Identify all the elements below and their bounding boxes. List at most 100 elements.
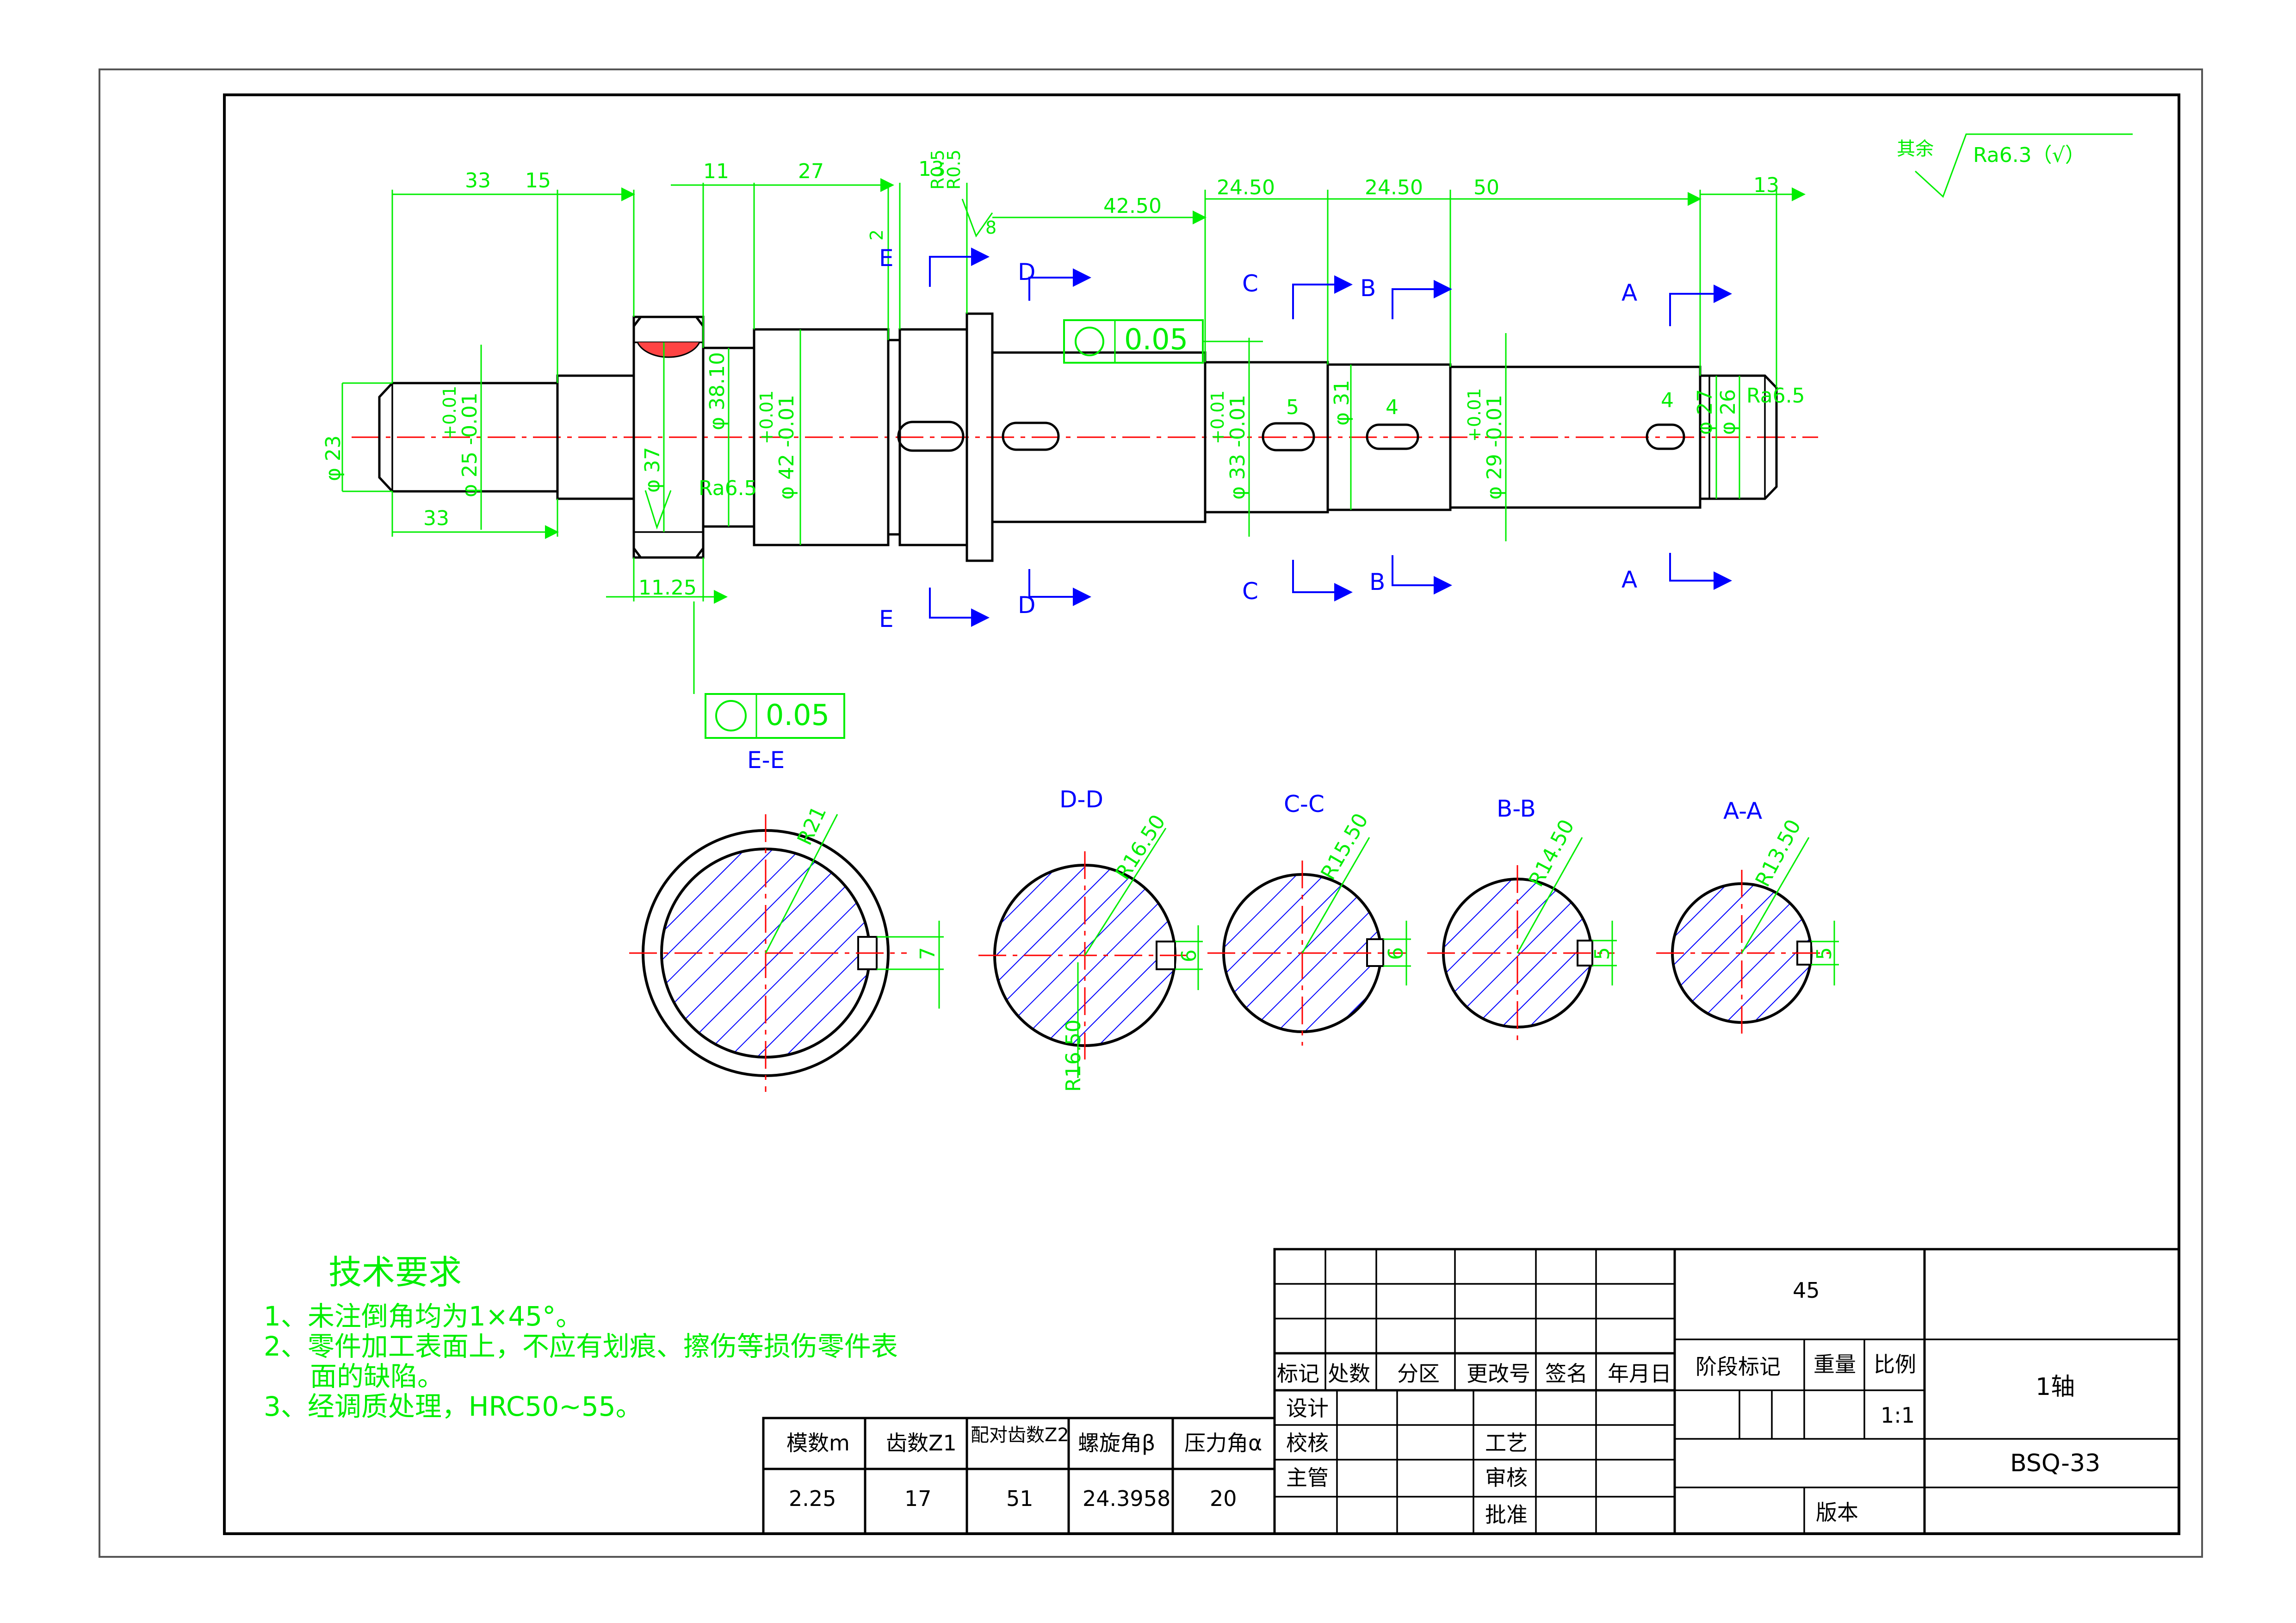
label-check: 校核 — [1286, 1431, 1329, 1456]
dia-8: φ 33 -0.01 — [1226, 395, 1250, 500]
label-sign: 签名 — [1545, 1361, 1588, 1386]
gear-header-4: 压力角α — [1184, 1431, 1262, 1456]
section-markers: E E D D C C B B A A — [879, 245, 1732, 632]
gear-header-3: 螺旋角β — [1078, 1431, 1155, 1456]
dim-bottom-0: 33 — [423, 507, 449, 530]
material: 45 — [1793, 1278, 1820, 1303]
section-title-b: B-B — [1497, 795, 1536, 822]
dim-top-1: 15 — [525, 169, 551, 192]
tech-line-3: 面的缺陷。 — [310, 1361, 444, 1392]
section-letter-a-bottom: A — [1621, 566, 1637, 593]
tech-line-4: 3、经调质处理，HRC50~55。 — [264, 1391, 643, 1422]
section-radius-d-extra: R16.50 — [1062, 1019, 1085, 1092]
scale-value: 1:1 — [1881, 1403, 1915, 1428]
key-width-2: 4 — [1661, 389, 1674, 412]
section-letter-d-top: D — [1018, 259, 1036, 285]
dim-top-2: 11 — [703, 160, 729, 183]
label-weight: 重量 — [1813, 1352, 1856, 1377]
dim-top-7: 24.50 — [1217, 176, 1275, 199]
section-title-e: E-E — [747, 747, 785, 774]
label-date: 年月日 — [1608, 1361, 1671, 1386]
label-zone: 分区 — [1397, 1361, 1440, 1386]
gear-value-2: 51 — [1006, 1486, 1034, 1511]
dim-top-4: 13 — [918, 157, 944, 181]
surface-finish-symbol: 其余 Ra6.3（√） — [1897, 133, 2133, 198]
surface-finish-value: Ra6.3（√） — [1973, 143, 2086, 167]
label-design: 设计 — [1286, 1396, 1329, 1421]
section-radius-d: R16.50 — [1111, 811, 1170, 884]
section-radius-b: R14.50 — [1524, 816, 1579, 891]
tolerance-value-2: 0.05 — [766, 698, 829, 732]
dim-top-3: 27 — [798, 160, 824, 183]
label-change-no: 更改号 — [1467, 1361, 1530, 1386]
title-block: 45 1轴 BSQ-33 1:1 标记 处数 分区 更改号 签名 年月日 设计 … — [1273, 1248, 2180, 1535]
outer-border — [99, 68, 2203, 1558]
dim-top-5: 2 — [866, 229, 887, 241]
dia-1: +0.01 — [439, 386, 460, 440]
section-letter-a-top: A — [1621, 279, 1637, 306]
gear-parameter-table: 模数m 齿数Z1 配对齿数Z2 螺旋角β 压力角α 2.25 17 51 24.… — [762, 1417, 1276, 1535]
gear-value-3: 24.3958 — [1083, 1486, 1170, 1511]
section-radius-e: R21 — [793, 803, 831, 849]
section-title-a: A-A — [1723, 798, 1762, 824]
drawing-number: BSQ-33 — [2010, 1450, 2100, 1477]
dia-11: φ 29 -0.01 — [1483, 395, 1506, 500]
dim-top-8: 24.50 — [1365, 176, 1423, 199]
dia-4: φ 38.10 — [706, 352, 729, 430]
section-view-c: C-C R15.50 6 — [1207, 791, 1411, 1046]
part-name: 1轴 — [2036, 1373, 2075, 1401]
dim-top-10: 13 — [1753, 173, 1779, 197]
shaft-keyways — [897, 421, 1685, 452]
tolerance-value-1: 0.05 — [1124, 322, 1188, 356]
dia-6: φ 42 -0.01 — [775, 395, 798, 500]
gear-value-1: 17 — [904, 1486, 932, 1511]
section-key-b: 5 — [1590, 947, 1614, 960]
dia-5: +0.01 — [756, 390, 777, 444]
label-review: 审核 — [1485, 1465, 1528, 1490]
dim-top-6: 42.50 — [1103, 194, 1162, 218]
label-version: 版本 — [1816, 1500, 1858, 1525]
roughness-0: Ra6.5 — [699, 477, 757, 500]
section-title-c: C-C — [1284, 791, 1324, 818]
tech-title: 技术要求 — [328, 1253, 462, 1292]
tolerance-frame-2: 0.05 — [693, 601, 845, 739]
dim-top-0: 33 — [465, 169, 491, 192]
dia-7: +0.01 — [1207, 390, 1228, 444]
section-key-e: 7 — [916, 947, 940, 960]
dia-12: φ 27 — [1693, 389, 1717, 435]
key-width-0: 5 — [1286, 396, 1299, 419]
section-letter-e-top: E — [879, 245, 894, 272]
diameter-dimensions: φ 23 +0.01 φ 25 -0.01 φ 37 φ 38.10 Ra6.5… — [322, 329, 1805, 545]
bottom-dimensions: 33 11.25 — [391, 491, 728, 604]
dia-9: φ 31 — [1330, 380, 1354, 426]
key-width-1: 4 — [1386, 396, 1399, 419]
section-view-b: B-B R14.50 5 — [1427, 795, 1617, 1041]
gear-header-0: 模数m — [786, 1431, 850, 1456]
dia-0: φ 23 — [322, 435, 345, 481]
section-key-a: 5 — [1813, 947, 1836, 960]
dim-bottom-1: 11.25 — [638, 576, 697, 600]
dia-13: φ 26 — [1716, 389, 1740, 435]
dim-top-9: 50 — [1473, 176, 1499, 199]
gear-value-0: 2.25 — [789, 1486, 836, 1511]
roughness-1: Ra6.5 — [1746, 384, 1805, 408]
label-scale: 比例 — [1874, 1352, 1916, 1377]
section-letter-b-bottom: B — [1369, 569, 1385, 595]
tolerance-frame-1: 0.05 — [1063, 319, 1263, 364]
label-count: 处数 — [1328, 1361, 1370, 1386]
gear-header-2: 配对齿数Z2 — [971, 1425, 1069, 1446]
gear-header-1: 齿数Z1 — [886, 1431, 957, 1456]
section-key-d: 6 — [1177, 949, 1201, 962]
technical-requirements: 技术要求 1、未注倒角均为1×45°。 2、零件加工表面上，不应有划痕、擦伤等损… — [264, 1253, 898, 1422]
top-dimensions: 33 15 11 27 13 R0.5 R0.5 8 2 42.50 24.50… — [391, 149, 1806, 388]
tech-line-1: 1、未注倒角均为1×45°。 — [264, 1301, 582, 1332]
label-process: 工艺 — [1485, 1431, 1528, 1456]
section-letter-e-bottom: E — [879, 606, 894, 632]
dia-10: +0.01 — [1464, 388, 1485, 442]
small-label-2: 8 — [985, 217, 996, 238]
section-view-a: A-A R13.50 5 — [1656, 798, 1839, 1036]
section-radius-a: R13.50 — [1751, 816, 1806, 891]
shaft-outline — [378, 312, 1778, 562]
small-label-1: R0.5 — [944, 149, 964, 190]
